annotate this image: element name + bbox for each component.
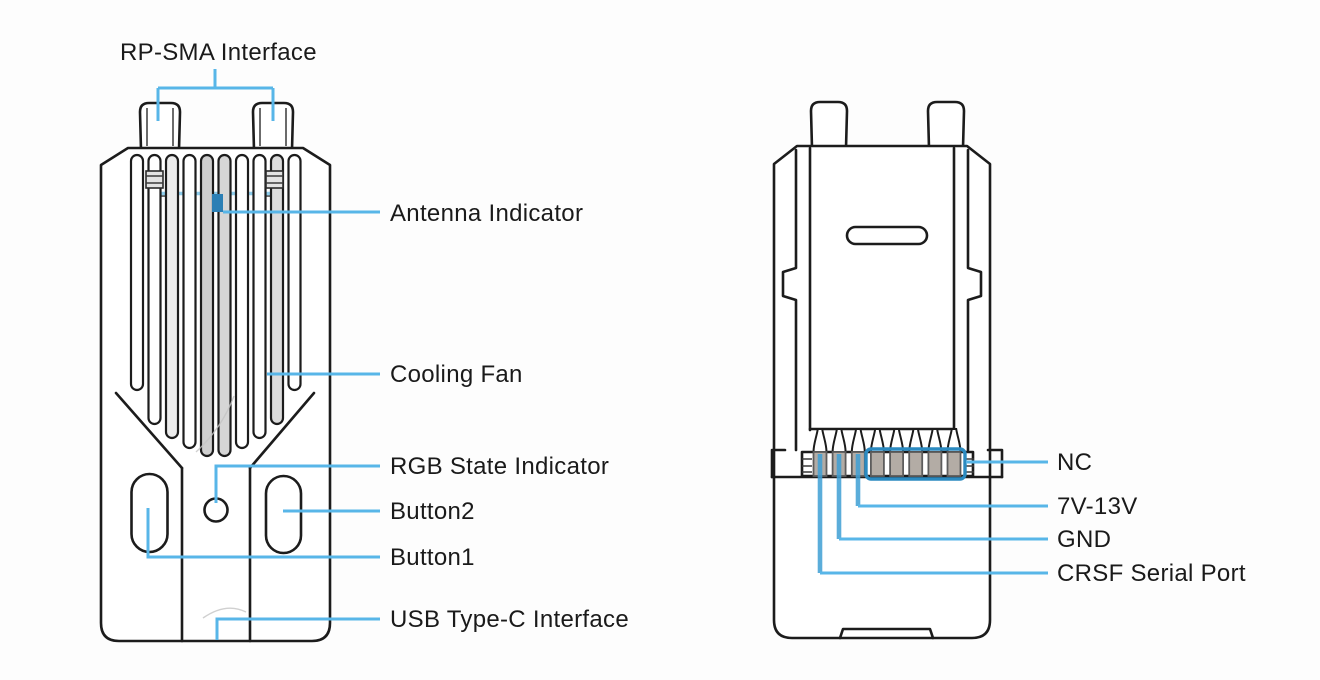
heatsink-fin xyxy=(252,153,267,440)
label-button1: Button1 xyxy=(390,544,475,571)
heatsink-fin xyxy=(217,153,232,458)
heatsink-fin xyxy=(199,153,215,458)
label-nc: NC xyxy=(1057,449,1092,476)
side-rail-right xyxy=(966,148,983,452)
antenna-stub-left xyxy=(809,100,849,150)
pin xyxy=(908,451,924,477)
label-rgb-state-indicator: RGB State Indicator xyxy=(390,453,609,480)
label-button2: Button2 xyxy=(390,498,475,525)
bottom-cap-step-right xyxy=(986,448,1004,479)
back-panel-slot xyxy=(845,225,929,246)
leader-usb-type-c xyxy=(215,617,380,640)
leader-rp-sma xyxy=(156,69,275,121)
connector-shading-lines xyxy=(146,108,287,146)
antenna-indicator-clip-right xyxy=(265,170,284,189)
heatsink-fin xyxy=(129,153,145,392)
heatsink-fin xyxy=(234,153,250,450)
rp-sma-connector-right xyxy=(251,101,295,152)
heatsink-fin xyxy=(147,153,162,426)
leader-rgb-state-indicator xyxy=(214,464,380,503)
pin-row xyxy=(812,428,962,477)
button2-shape xyxy=(264,474,303,555)
heatsink-fin xyxy=(164,153,180,440)
bottom-cap-recess xyxy=(838,627,935,640)
strip-tick-marks-left xyxy=(802,458,812,473)
heatsink-fin xyxy=(287,153,302,392)
heatsink-funnel-right-edge xyxy=(248,391,316,470)
heatsink-fin xyxy=(269,153,285,426)
surface-texture-line xyxy=(195,395,235,453)
pin-connector-strip xyxy=(800,450,975,478)
back-view: NC 7V-13V GND CRSF Serial Port xyxy=(770,100,1246,640)
leader-button1 xyxy=(146,508,380,559)
heatsink-fin xyxy=(182,153,197,450)
label-cooling-fan: Cooling Fan xyxy=(390,361,523,388)
bottom-cap-step-left xyxy=(770,448,787,479)
label-rp-sma-interface: RP-SMA Interface xyxy=(120,39,317,66)
front-view: RP-SMA Interface Antenna Indicator Cooli… xyxy=(99,39,629,643)
antenna-stub-right xyxy=(926,100,966,150)
side-rail-left xyxy=(781,148,798,452)
label-power-input: 7V-13V xyxy=(1057,493,1138,520)
rp-sma-connector-left xyxy=(138,101,182,152)
pin xyxy=(870,451,885,477)
pin xyxy=(889,451,904,477)
pin xyxy=(927,451,943,477)
label-crsf-serial-port: CRSF Serial Port xyxy=(1057,560,1246,587)
label-gnd: GND xyxy=(1057,526,1111,553)
label-usb-type-c: USB Type-C Interface xyxy=(390,606,629,633)
antenna-indicator-highlight xyxy=(212,194,223,212)
label-antenna-indicator: Antenna Indicator xyxy=(390,200,583,227)
pin xyxy=(946,451,962,477)
surface-texture-line xyxy=(202,607,247,619)
antenna-indicator-clip-left xyxy=(145,170,164,189)
heatsink-funnel-left-edge xyxy=(114,391,184,470)
device-body-back xyxy=(772,144,992,640)
nc-pins-highlight-box xyxy=(864,447,967,481)
